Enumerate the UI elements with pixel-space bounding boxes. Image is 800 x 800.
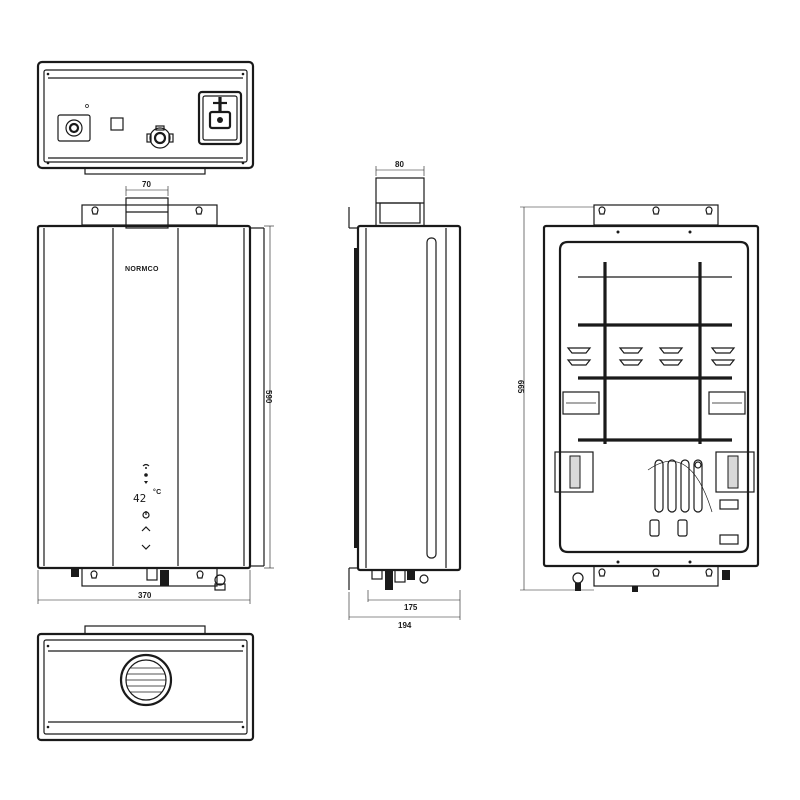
bottom-view: [36, 625, 255, 742]
water-inlet-fitting: [57, 114, 91, 142]
depth-outer-side-label: 194: [398, 621, 412, 630]
chevron-down-icon: [141, 544, 151, 550]
indicator-dot-icon: [144, 473, 148, 477]
brand-logo: NORMCO: [125, 266, 159, 273]
side-view: 80 175 194: [348, 160, 462, 630]
flue-width-front-label: 70: [142, 180, 151, 189]
depth-inner-side-label: 175: [404, 603, 418, 612]
temperature-unit: °C: [153, 488, 161, 496]
flue-width-side-label: 80: [395, 160, 404, 169]
width-front-label: 370: [138, 591, 152, 600]
height-front-label: 590: [264, 390, 273, 404]
gas-fitting: [146, 125, 174, 149]
flame-icon: [144, 481, 148, 484]
back-view: 665: [516, 204, 760, 592]
vent-slots: [566, 347, 736, 366]
temperature-display: 42: [133, 492, 146, 505]
chevron-up-icon: [141, 526, 151, 532]
hot-water-outlet-fitting: [197, 90, 243, 146]
flue-outlet: [119, 653, 173, 707]
height-back-label: 665: [516, 380, 525, 394]
top-view: [36, 60, 255, 175]
front-view: NORMCO 42 °C 70 590: [36, 180, 274, 604]
control-panel: 42 °C: [133, 463, 161, 550]
wifi-icon: [142, 463, 150, 467]
